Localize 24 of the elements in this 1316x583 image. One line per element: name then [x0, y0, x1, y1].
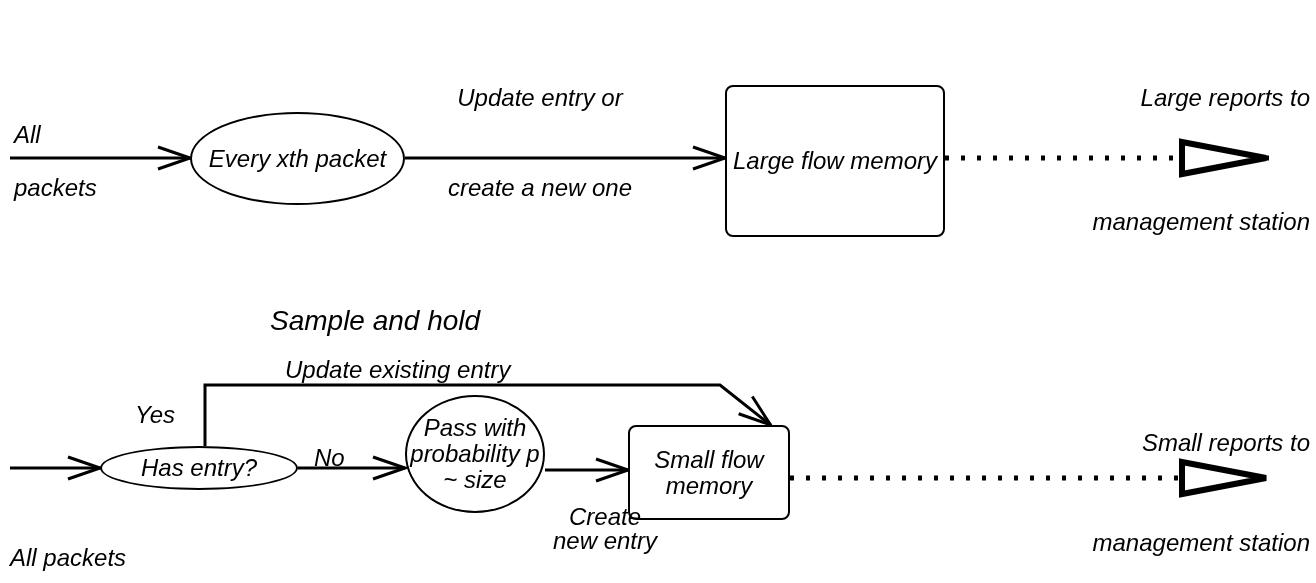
edge-label: Update entry or create a new one	[446, 83, 634, 203]
dotted-arrow	[790, 459, 1270, 497]
branch-label: Yes	[135, 400, 176, 430]
section-heading: Sample and hold	[270, 304, 481, 338]
node-label: Has entry?	[140, 455, 258, 481]
edge-label: Create new entry	[551, 505, 659, 553]
edge-label: Update existing entry	[285, 355, 511, 385]
arrow	[203, 383, 773, 446]
arrow	[545, 457, 630, 483]
arrow	[405, 145, 727, 171]
node-label: Every xth packet	[208, 145, 387, 172]
node-label: Small flow memory	[653, 446, 766, 499]
edge-label: All packets	[10, 543, 127, 573]
edge-label: All packets	[14, 120, 98, 203]
node-label: Pass with probability p ~ size	[408, 415, 541, 493]
edge-label: No	[314, 444, 345, 472]
edge-label: Small reports to management station	[1091, 428, 1310, 558]
memory-box	[725, 85, 945, 237]
arrow	[298, 455, 407, 481]
edge-label: Large reports to management station	[1091, 83, 1310, 237]
arrow	[10, 455, 102, 481]
arrow	[10, 145, 192, 171]
dotted-arrow	[945, 139, 1270, 177]
node-label: Large flow memory	[732, 148, 938, 174]
